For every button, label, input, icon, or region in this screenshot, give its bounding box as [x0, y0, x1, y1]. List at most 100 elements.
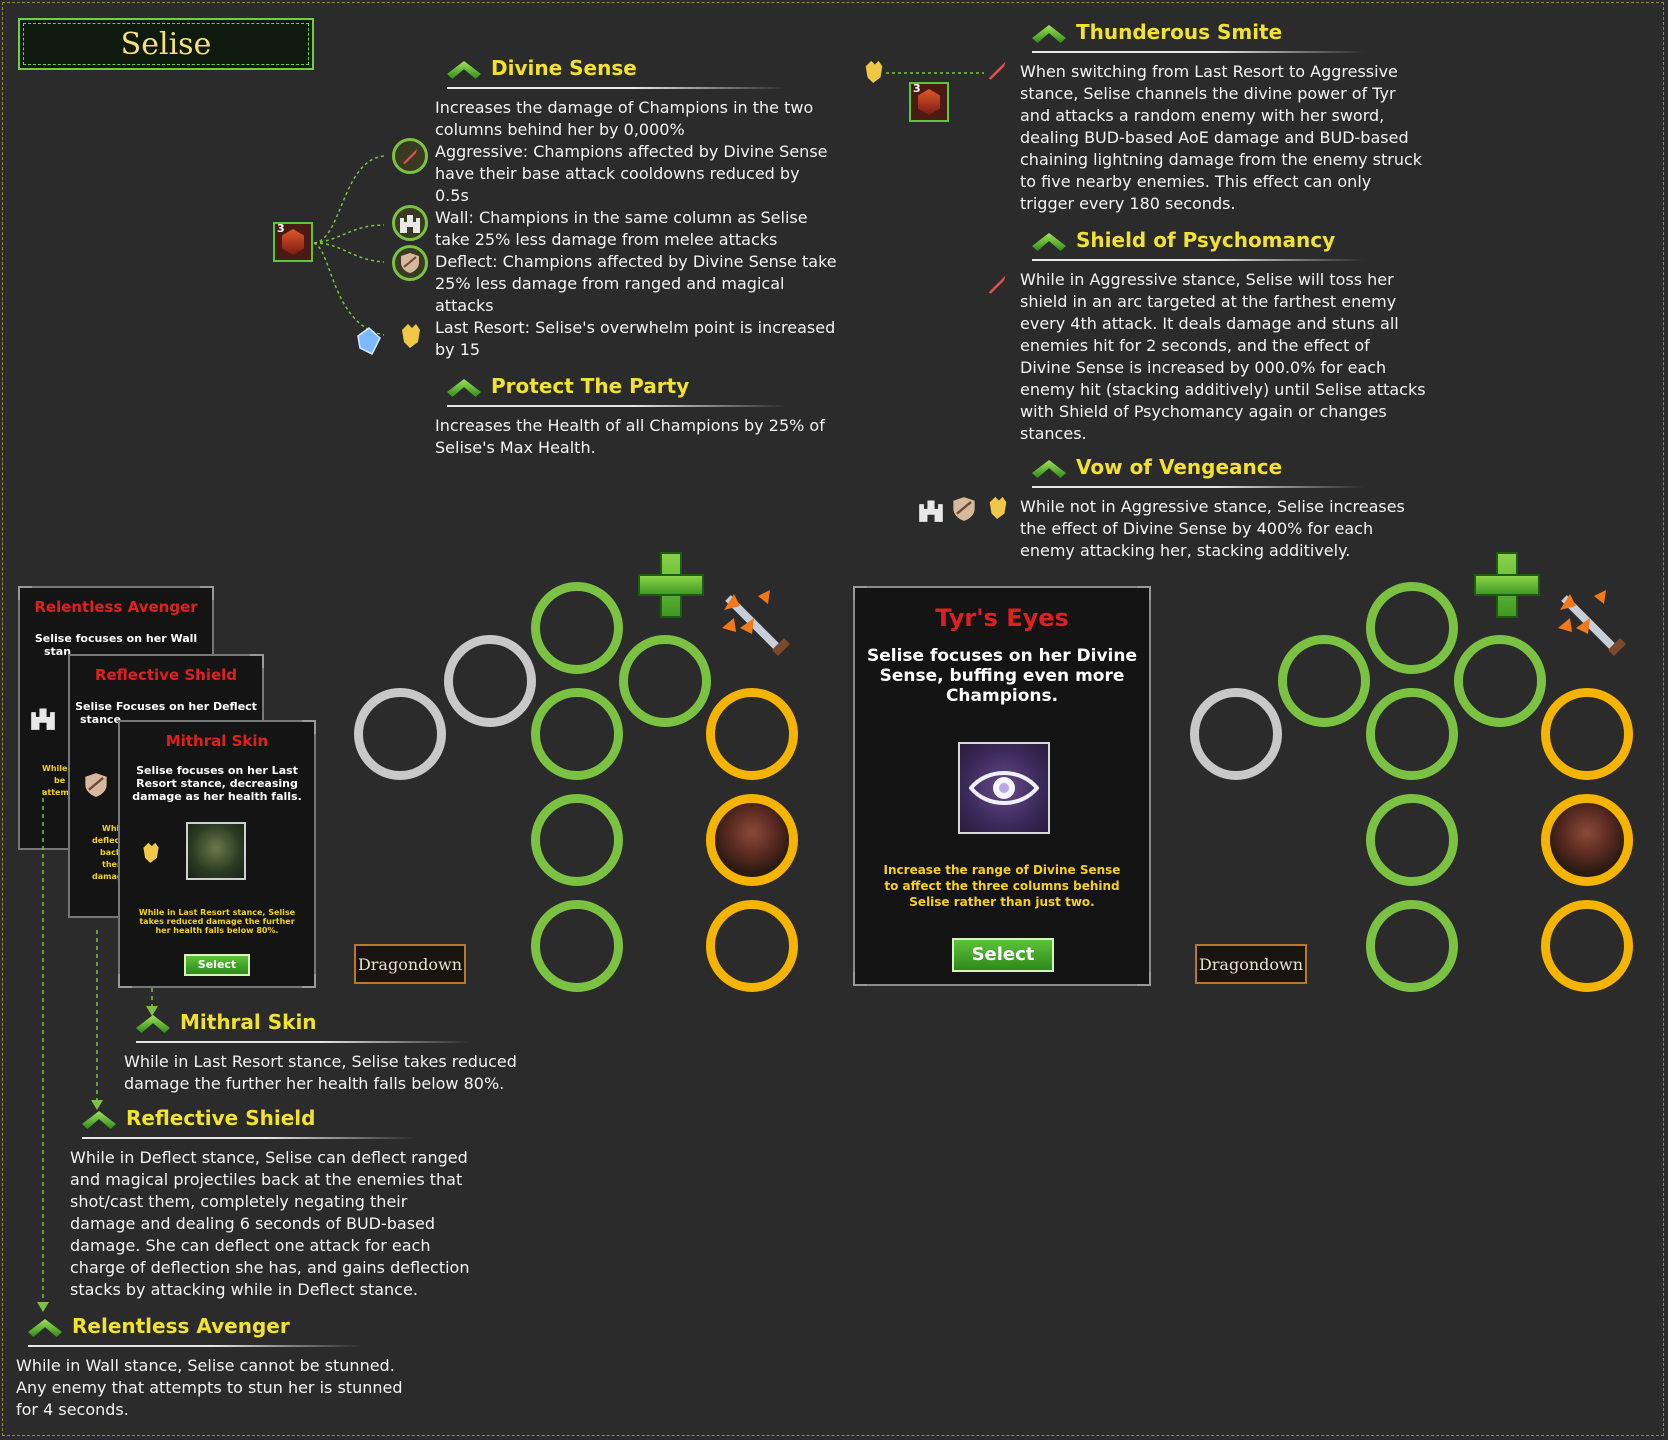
- champion-name-box: Selise: [18, 18, 314, 70]
- card-effect: Selise rather than just two.: [909, 895, 1095, 909]
- formation-slot[interactable]: [619, 635, 711, 727]
- formation-slot[interactable]: [1541, 688, 1633, 780]
- shield-emblem-icon: [918, 89, 940, 115]
- text-line: dealing BUD-based AoE damage and BUD-bas…: [1020, 128, 1409, 147]
- card-fine-print: attemp: [42, 788, 75, 797]
- formation-slot[interactable]: [1278, 635, 1370, 727]
- section-reflective-shield: Reflective Shield While in Deflect stanc…: [70, 1100, 502, 1301]
- chevron-up-icon: [82, 1107, 116, 1129]
- dragondown-logo: Dragondown: [1195, 944, 1307, 984]
- badge-level: 3: [913, 82, 921, 95]
- crystal-icon: [354, 326, 384, 356]
- divine-sense-badge[interactable]: 3: [273, 222, 313, 262]
- text-line: Wall: Champions in the same column as Se…: [435, 208, 808, 227]
- formation-slot[interactable]: [444, 635, 536, 727]
- card-desc: Selise Focuses on her Deflect: [75, 700, 257, 713]
- section-title: Relentless Avenger: [72, 1314, 290, 1338]
- text-line: with Shield of Psychomancy again or chan…: [1020, 402, 1387, 421]
- formation-slot[interactable]: [1190, 688, 1282, 780]
- text-line: stance, Selise channels the divine power…: [1020, 84, 1396, 103]
- crossed-swords-icon: [1558, 590, 1626, 656]
- shield-icon: [84, 772, 108, 798]
- crossed-swords-icon: [722, 590, 790, 656]
- section-thunderous-smite: Thunderous Smite When switching from Las…: [1020, 14, 1432, 215]
- spec-card-mithral-skin[interactable]: Mithral Skin Selise focuses on her Last …: [118, 720, 316, 988]
- text-line: shot/cast them, completely negating thei…: [70, 1192, 408, 1211]
- text-line: Aggressive: Champions affected by Divine…: [435, 142, 828, 161]
- text-line: Last Resort: Selise's overwhelm point is…: [435, 318, 836, 337]
- selise-portrait-slot[interactable]: [706, 794, 798, 886]
- card-fine-print: ther: [102, 860, 121, 869]
- selise-portrait-slot[interactable]: [1541, 794, 1633, 886]
- section-title: Shield of Psychomancy: [1076, 228, 1336, 252]
- text-line: Increases the Health of all Champions by…: [435, 416, 825, 435]
- card-desc: Selise focuses on her Divine: [866, 646, 1138, 666]
- text-line: When switching from Last Resort to Aggre…: [1020, 62, 1398, 81]
- card-fine-print: deflect: [92, 836, 124, 845]
- text-line: stances.: [1020, 424, 1087, 443]
- castle-icon: [918, 498, 946, 524]
- text-line: damage the further her health falls belo…: [124, 1074, 505, 1093]
- text-line: trigger every 180 seconds.: [1020, 194, 1236, 213]
- formation-slot[interactable]: [706, 688, 798, 780]
- formation-slot[interactable]: [1366, 688, 1458, 780]
- formation-slot[interactable]: [531, 688, 623, 780]
- shield-emblem-icon: [282, 229, 304, 255]
- chevron-up-icon: [1032, 456, 1066, 478]
- text-line: Any enemy that attempts to stun her is s…: [16, 1378, 403, 1397]
- formation-slot[interactable]: [706, 900, 798, 992]
- card-fine-print: be: [54, 776, 66, 785]
- sword-icon: [985, 272, 1009, 296]
- formation-slot[interactable]: [1366, 900, 1458, 992]
- formation-slot[interactable]: [531, 582, 623, 674]
- fist-icon: [398, 320, 424, 350]
- text-line: stacks by attacking while in Deflect sta…: [70, 1280, 418, 1299]
- text-line: charge of deflection she has, and gains …: [70, 1258, 470, 1277]
- formation-slot[interactable]: [1366, 794, 1458, 886]
- fist-icon: [862, 56, 886, 86]
- text-line: While in Wall stance, Selise cannot be s…: [16, 1356, 395, 1375]
- formation-slot[interactable]: [1454, 635, 1546, 727]
- card-desc: Resort stance, decreasing: [136, 777, 298, 790]
- text-line: to five nearby enemies. This effect can …: [1020, 172, 1372, 191]
- formation-slot[interactable]: [1366, 582, 1458, 674]
- formation-slot[interactable]: [531, 900, 623, 992]
- section-shield-of-psychomancy: Shield of Psychomancy While in Aggressiv…: [1020, 222, 1432, 445]
- card-title: Mithral Skin: [165, 732, 269, 750]
- card-title: Tyr's Eyes: [935, 604, 1069, 632]
- text-line: While not in Aggressive stance, Selise i…: [1020, 497, 1405, 516]
- text-line: enemy attacking her, stacking additively…: [1020, 541, 1351, 560]
- eye-icon: [958, 742, 1050, 834]
- select-button[interactable]: Select: [952, 938, 1054, 972]
- formation-slot[interactable]: [1541, 900, 1633, 992]
- text-line: columns behind her by 0,000%: [435, 120, 685, 139]
- card-fine-print: While: [42, 764, 68, 773]
- card-title: Relentless Avenger: [34, 598, 198, 616]
- castle-icon: [30, 706, 56, 730]
- formation-slot[interactable]: [354, 688, 446, 780]
- badge-level: 3: [277, 222, 285, 235]
- mithral-skin-portrait: [186, 822, 246, 880]
- text-line: Selise's Max Health.: [435, 438, 596, 457]
- chevron-up-icon: [136, 1011, 170, 1033]
- smite-connector: [886, 72, 984, 74]
- text-line: 25% less damage from ranged and magical: [435, 274, 785, 293]
- text-line: Divine Sense is increased by 000.0% for …: [1020, 358, 1387, 377]
- sword-icon: [985, 58, 1009, 82]
- thunderous-smite-badge[interactable]: 3: [909, 82, 949, 122]
- formation-slot[interactable]: [531, 794, 623, 886]
- card-title: Reflective Shield: [94, 666, 238, 684]
- text-line: every 4th attack. It deals damage and st…: [1020, 314, 1399, 333]
- spec-card-tyrs-eyes[interactable]: Tyr's Eyes Selise focuses on her Divine …: [853, 586, 1151, 986]
- text-line: chaining lightning damage from the enemy…: [1020, 150, 1423, 169]
- card-effect: her health falls below 80%.: [155, 926, 279, 935]
- champion-name: Selise: [120, 26, 212, 62]
- fist-icon: [986, 492, 1010, 522]
- text-line: have their base attack cooldowns reduced…: [435, 164, 800, 183]
- text-line: 0.5s: [435, 186, 469, 205]
- text-line: While in Deflect stance, Selise can defl…: [70, 1148, 468, 1167]
- select-button[interactable]: Select: [184, 954, 250, 976]
- text-line: damage and dealing 6 seconds of BUD-base…: [70, 1214, 436, 1233]
- sword-icon: [392, 138, 428, 174]
